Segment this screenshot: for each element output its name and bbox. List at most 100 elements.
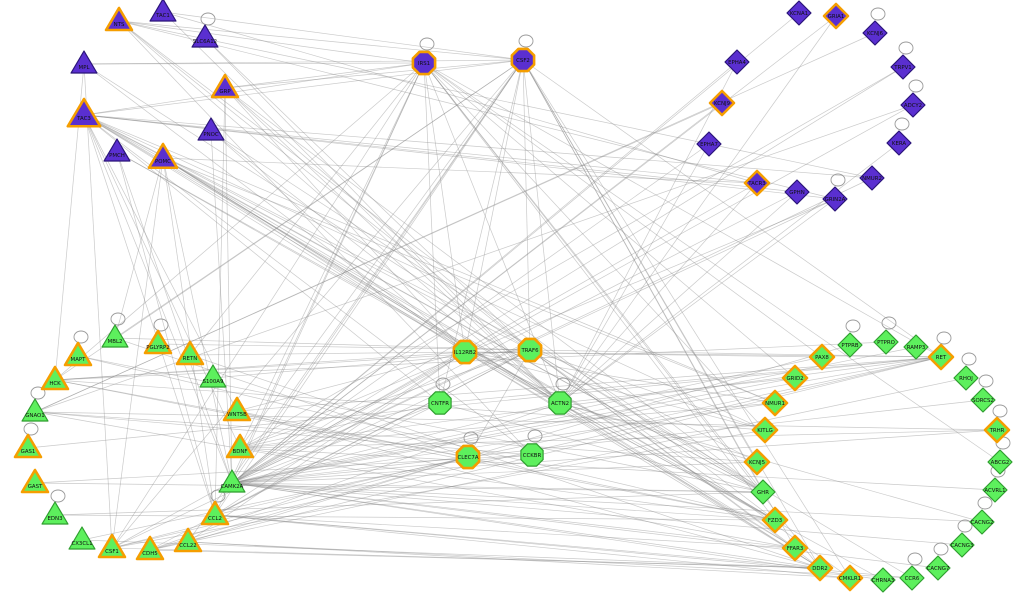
node-TAC1[interactable]: TAC1 <box>149 0 177 22</box>
node-CACNG7[interactable]: CACNG7 <box>925 555 951 581</box>
edge-CAMK2A-FFAR3 <box>231 482 796 549</box>
node-CLEC7A[interactable]: CLEC7A <box>455 444 481 470</box>
node-IL12RB2[interactable]: IL12RB2 <box>452 339 478 365</box>
diamond-node-shape <box>949 532 975 558</box>
self-loop-SORCS2 <box>978 374 994 388</box>
node-SORCS2[interactable]: SORCS2 <box>970 387 996 413</box>
edge-CCL22-CCR6 <box>187 541 913 579</box>
node-RAMP3[interactable]: RAMP3 <box>903 334 929 360</box>
node-EPHA4[interactable]: EPHA4 <box>724 49 750 75</box>
edge-IRS1-CSF1 <box>111 62 425 549</box>
node-TAC3[interactable]: TAC3 <box>66 97 102 128</box>
node-GHR[interactable]: GHR <box>750 479 776 505</box>
node-TRHR[interactable]: TRHR <box>983 416 1011 444</box>
edge-CCL2-DDR2 <box>214 514 821 569</box>
edge-PNOC-ACTN2 <box>210 130 561 404</box>
node-KITLG[interactable]: KITLG <box>751 416 779 444</box>
edge-NTS-CCKBR <box>118 20 533 456</box>
node-KCNA1[interactable]: KCNA1 <box>786 0 812 26</box>
node-GRIA1[interactable]: GRIA1 <box>822 2 850 30</box>
self-loop-CACNG2 <box>977 496 993 510</box>
edge-SLC6A12-ACTN2 <box>204 37 561 404</box>
node-CACNG2[interactable]: CACNG2 <box>969 509 995 535</box>
node-TRPV1[interactable]: TRPV1 <box>890 54 916 80</box>
edge-CCL2-CCR6 <box>214 514 913 579</box>
edge-IRS1-RETN <box>189 62 425 356</box>
node-DDR2[interactable]: DDR2 <box>806 554 834 582</box>
node-CCR6[interactable]: CCR6 <box>899 565 925 591</box>
node-ACVRL1[interactable]: ACVRL1 <box>982 477 1008 503</box>
node-PTPRB[interactable]: PTPRB <box>837 332 863 358</box>
node-ACTN2[interactable]: ACTN2 <box>548 391 572 415</box>
node-EDN3[interactable]: EDN3 <box>41 501 69 525</box>
node-NMUR2[interactable]: NMUR2 <box>859 165 885 191</box>
edge-ACTN2-CAMK2A <box>231 402 561 484</box>
node-EPHA7[interactable]: EPHA7 <box>696 131 722 157</box>
node-CCKBR[interactable]: CCKBR <box>520 443 544 467</box>
node-KERA[interactable]: KERA <box>886 130 912 156</box>
edge-MPL-IRS1 <box>83 62 425 65</box>
node-CNTFR[interactable]: CNTFR <box>428 391 452 415</box>
node-ADCY2[interactable]: ADCY2 <box>900 92 926 118</box>
octagon-node-shape <box>520 443 544 467</box>
diamond-node-shape <box>743 448 771 476</box>
edge-IL12RB2-GHR <box>464 351 764 493</box>
diamond-node-shape <box>899 565 925 591</box>
node-KCNJ6[interactable]: KCNJ6 <box>862 20 888 46</box>
node-GNAO1[interactable]: GNAO1 <box>21 398 49 422</box>
edge-CAMK2A-RET <box>231 356 942 484</box>
node-PMCH[interactable]: PMCH <box>103 138 131 162</box>
edge-ACVRL1-BDNF <box>239 447 996 491</box>
edge-POMC-NMUR1 <box>162 157 776 404</box>
edge-CCKBR-CAMK2A <box>231 454 533 484</box>
edge-POMC-DDR2 <box>162 157 821 569</box>
node-CACNG3[interactable]: CACNG3 <box>949 532 975 558</box>
edge-GRIN2A-ACTN2 <box>559 198 836 404</box>
node-CSF2[interactable]: CSF2 <box>510 47 536 73</box>
diamond-node-shape <box>761 506 789 534</box>
edge-GNAO1-KCNJ5 <box>34 411 758 463</box>
node-CMKLR1[interactable]: CMKLR1 <box>836 564 864 592</box>
node-GAST[interactable]: GAST <box>20 468 50 494</box>
edge-IRS1-CAMK2A <box>231 62 425 484</box>
node-IRS1[interactable]: IRS1 <box>411 50 437 76</box>
node-NTS[interactable]: NTS <box>104 6 134 32</box>
self-loop-TRHR <box>992 404 1008 418</box>
node-PTPRO[interactable]: PTPRO <box>873 329 899 355</box>
node-RETN[interactable]: RETN <box>175 340 205 366</box>
diamond-node-shape <box>859 165 885 191</box>
node-GRP[interactable]: GRP <box>210 73 240 99</box>
diamond-node-shape <box>781 534 809 562</box>
edge-ACTN2-CACNG2 <box>559 402 983 523</box>
edge-CNTFR-GHR <box>439 402 764 493</box>
edge-EPHA4-CAMK2A <box>231 61 738 484</box>
node-GPHN[interactable]: GPHN <box>784 179 810 205</box>
triangle-node-shape <box>199 364 227 388</box>
diamond-node-shape <box>761 389 789 417</box>
edge-WNT5B-FZD3 <box>236 410 776 521</box>
node-HCK[interactable]: HCK <box>40 365 70 391</box>
node-KCNJ9[interactable]: KCNJ9 <box>708 89 736 117</box>
node-RHOJ[interactable]: RHOJ <box>953 365 979 391</box>
edge-MAPT-GHR <box>77 355 764 493</box>
edge-CAMK2A-DDR2 <box>231 482 821 569</box>
node-GAS1[interactable]: GAS1 <box>13 433 43 459</box>
edge-POMC-MBL2 <box>114 157 164 339</box>
node-ABCG2[interactable]: ABCG2 <box>987 449 1013 475</box>
node-NMUR1[interactable]: NMUR1 <box>761 389 789 417</box>
node-MPL[interactable]: MPL <box>70 50 98 74</box>
edge-WNT5B-DDR2 <box>236 410 821 569</box>
edge-CSF2-IL12RB2 <box>464 59 524 353</box>
node-KCNJ5[interactable]: KCNJ5 <box>743 448 771 476</box>
node-GRIN2A[interactable]: GRIN2A <box>822 186 848 212</box>
edge-CSF1-KITLG <box>111 429 766 549</box>
node-MAPT[interactable]: MAPT <box>63 341 93 367</box>
diamond-node-shape <box>900 92 926 118</box>
node-TRAF6[interactable]: TRAF6 <box>517 337 543 363</box>
node-CHRNA3[interactable]: CHRNA3 <box>870 567 896 593</box>
edge-CCL2-FFAR3 <box>214 514 796 549</box>
node-RET[interactable]: RET <box>927 343 955 371</box>
node-PGLYRP2[interactable]: PGLYRP2 <box>143 329 173 355</box>
